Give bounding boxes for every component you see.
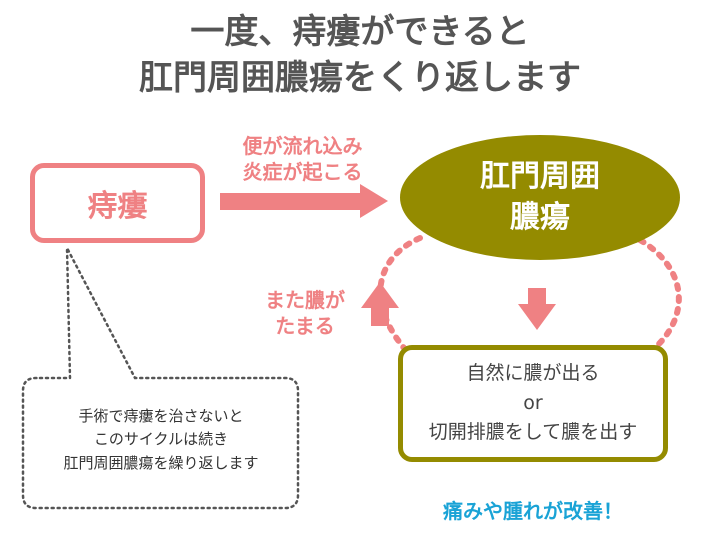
arrow-down: [518, 288, 556, 330]
arrow-up: [361, 282, 399, 326]
arrow-label-left-line-1: また膿が: [265, 288, 345, 312]
title-line-2: 肛門周囲膿瘍をくり返します: [139, 58, 581, 98]
callout-line-3: 肛門周囲膿瘍を繰り返します: [63, 453, 259, 472]
arrow-label-top: 便が流れ込み 炎症が起こる: [225, 133, 380, 185]
arrow-label-left-line-2: たまる: [275, 314, 335, 338]
arrow-label-top-line-2: 炎症が起こる: [242, 160, 363, 184]
arrow-label-top-line-1: 便が流れ込み: [242, 134, 363, 158]
fistula-label: 痔瘻: [87, 189, 148, 224]
fistula-box: 痔瘻: [30, 163, 205, 243]
arrow-label-left: また膿が たまる: [250, 287, 360, 339]
title-line-1: 一度、痔瘻ができると: [190, 12, 530, 52]
cycle-arc-right: [637, 237, 682, 355]
cycle-arc-left: [377, 235, 423, 358]
drain-line-1: 自然に膿が出る: [466, 362, 600, 385]
callout-line-2: このサイクルは続き: [93, 430, 229, 449]
callout-text: 手術で痔瘻を治さないと このサイクルは続き 肛門周囲膿瘍を繰り返します: [22, 405, 300, 475]
abscess-ellipse: 肛門周囲 膿瘍: [400, 135, 680, 260]
drain-line-2: or: [523, 391, 543, 414]
drain-line-3: 切開排膿をして膿を出す: [428, 421, 638, 444]
callout-line-1: 手術で痔瘻を治さないと: [78, 407, 244, 425]
callout-bubble: [21, 247, 300, 510]
arrow-right: [220, 184, 388, 218]
drain-box: 自然に膿が出る or 切開排膿をして膿を出す: [398, 345, 668, 462]
improvement-text: 痛みや腫れが改善！: [443, 499, 623, 523]
abscess-line-2: 膿瘍: [510, 199, 570, 235]
abscess-line-1: 肛門周囲: [480, 159, 600, 194]
